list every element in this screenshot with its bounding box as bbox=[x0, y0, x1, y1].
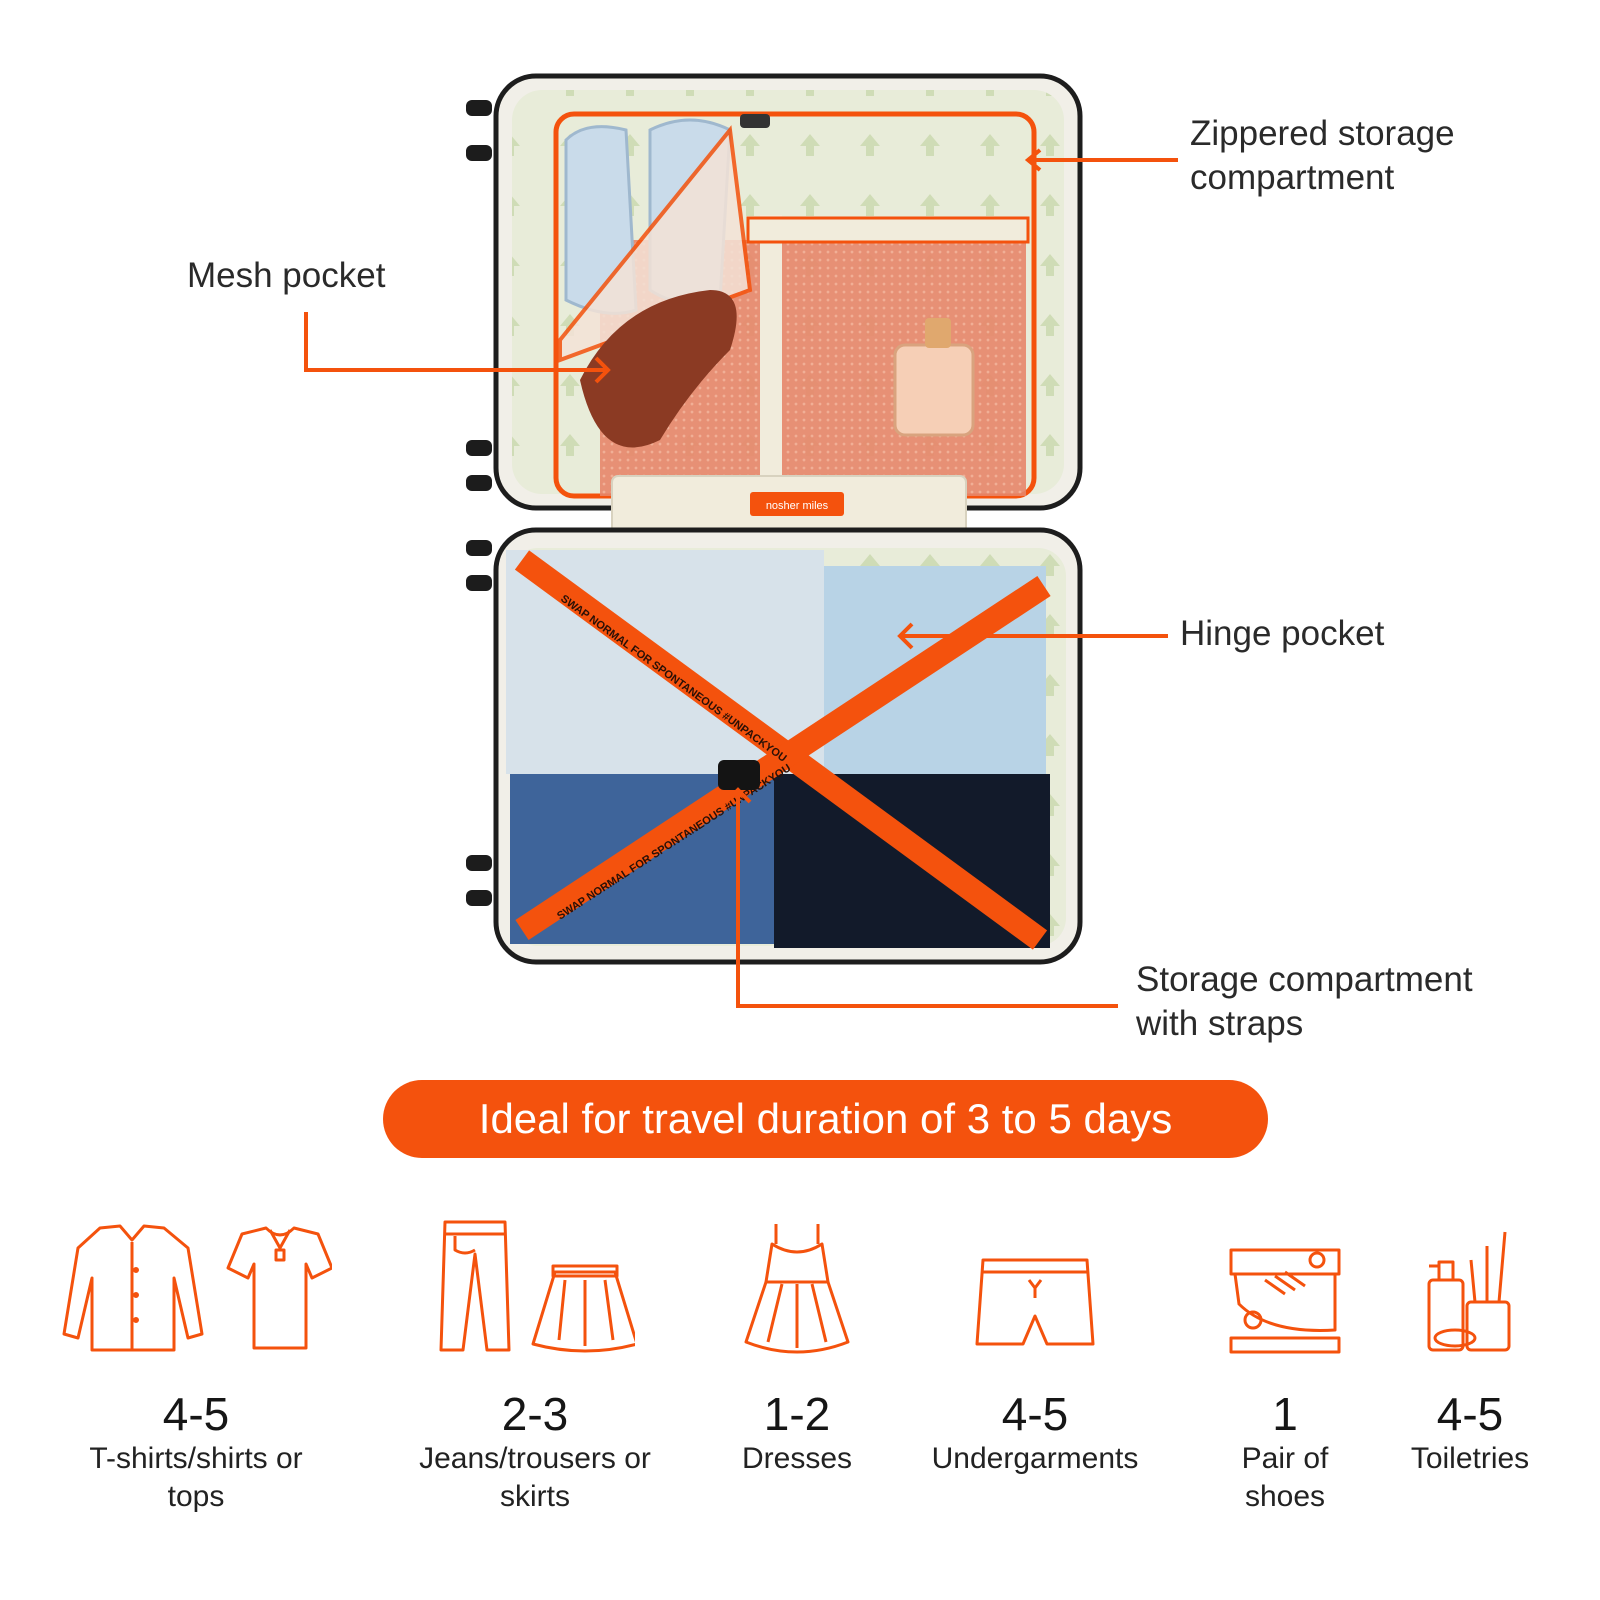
item-label: Toiletries bbox=[1385, 1440, 1555, 1478]
item-label-line1: Undergarments bbox=[931, 1442, 1139, 1475]
callout-mesh-pocket: Mesh pocket bbox=[187, 254, 385, 298]
wheel-icons bbox=[466, 100, 492, 906]
item-count: 4-5 bbox=[1001, 1388, 1069, 1440]
brand-patch-text: nosher miles bbox=[766, 500, 829, 512]
dress-icon bbox=[744, 1224, 850, 1354]
item-count: 1 bbox=[1272, 1388, 1298, 1440]
item-label: Pair of shoes bbox=[1190, 1440, 1380, 1516]
callout-mesh-line1: Mesh pocket bbox=[187, 256, 386, 295]
callout-zippered-compartment: Zippered storage compartment bbox=[1190, 112, 1455, 200]
item-label-line2: tops bbox=[167, 1480, 225, 1513]
bottom-shell: SWAP NORMAL FOR SPONTANEOUS #UNPACKYOU S… bbox=[493, 527, 1083, 965]
packing-item-dresses: 1-2 Dresses bbox=[712, 1220, 882, 1478]
item-label: Jeans/trousers or skirts bbox=[400, 1440, 670, 1516]
packing-item-shoes: 1 Pair of shoes bbox=[1190, 1220, 1380, 1516]
item-label-line1: Dresses bbox=[741, 1442, 853, 1475]
shirt-and-polo-icon bbox=[62, 1224, 332, 1352]
item-label-line1: Jeans/trousers or bbox=[419, 1442, 651, 1475]
callout-zippered-line1: Zippered storage bbox=[1190, 114, 1455, 153]
callout-straps-line1: Storage compartment bbox=[1136, 960, 1473, 999]
item-label-line2: shoes bbox=[1244, 1480, 1326, 1513]
callout-hinge-line1: Hinge pocket bbox=[1180, 614, 1385, 653]
item-count: 2-3 bbox=[501, 1388, 569, 1440]
toiletries-icon bbox=[1427, 1231, 1511, 1352]
item-label-line1: Pair of bbox=[1241, 1442, 1329, 1475]
packing-item-undergarments: 4-5 Undergarments bbox=[910, 1220, 1160, 1478]
duration-banner: Ideal for travel duration of 3 to 5 days bbox=[383, 1080, 1268, 1158]
item-label-line2: skirts bbox=[500, 1480, 570, 1513]
shorts-icon bbox=[975, 1258, 1095, 1346]
trousers-and-skirt-icon bbox=[439, 1220, 635, 1353]
duration-banner-text: Ideal for travel duration of 3 to 5 days bbox=[478, 1095, 1173, 1142]
callout-straps-line2: with straps bbox=[1136, 1004, 1304, 1043]
item-count: 4-5 bbox=[162, 1388, 230, 1440]
callout-hinge-pocket: Hinge pocket bbox=[1180, 612, 1384, 656]
callout-storage-straps: Storage compartment with straps bbox=[1136, 958, 1473, 1046]
item-count: 1-2 bbox=[763, 1388, 831, 1440]
item-label: T-shirts/shirts or tops bbox=[50, 1440, 342, 1516]
packing-item-bottoms: 2-3 Jeans/trousers or skirts bbox=[400, 1220, 670, 1516]
top-shell bbox=[493, 73, 1083, 511]
item-label: Undergarments bbox=[910, 1440, 1160, 1478]
item-label-line1: Toiletries bbox=[1410, 1442, 1530, 1475]
callout-zippered-line2: compartment bbox=[1190, 158, 1395, 197]
callout-leaders bbox=[304, 148, 1178, 1008]
item-count: 4-5 bbox=[1436, 1388, 1504, 1440]
sneaker-icon bbox=[1229, 1248, 1341, 1354]
suitcase-illustration: nosher miles SWAP NORMAL FOR SPONTANEOUS… bbox=[304, 73, 1178, 1008]
item-label: Dresses bbox=[712, 1440, 882, 1478]
packing-item-tops: 4-5 T-shirts/shirts or tops bbox=[50, 1220, 342, 1516]
item-label-line1: T-shirts/shirts or bbox=[89, 1442, 303, 1475]
packing-item-toiletries: 4-5 Toiletries bbox=[1385, 1220, 1555, 1478]
